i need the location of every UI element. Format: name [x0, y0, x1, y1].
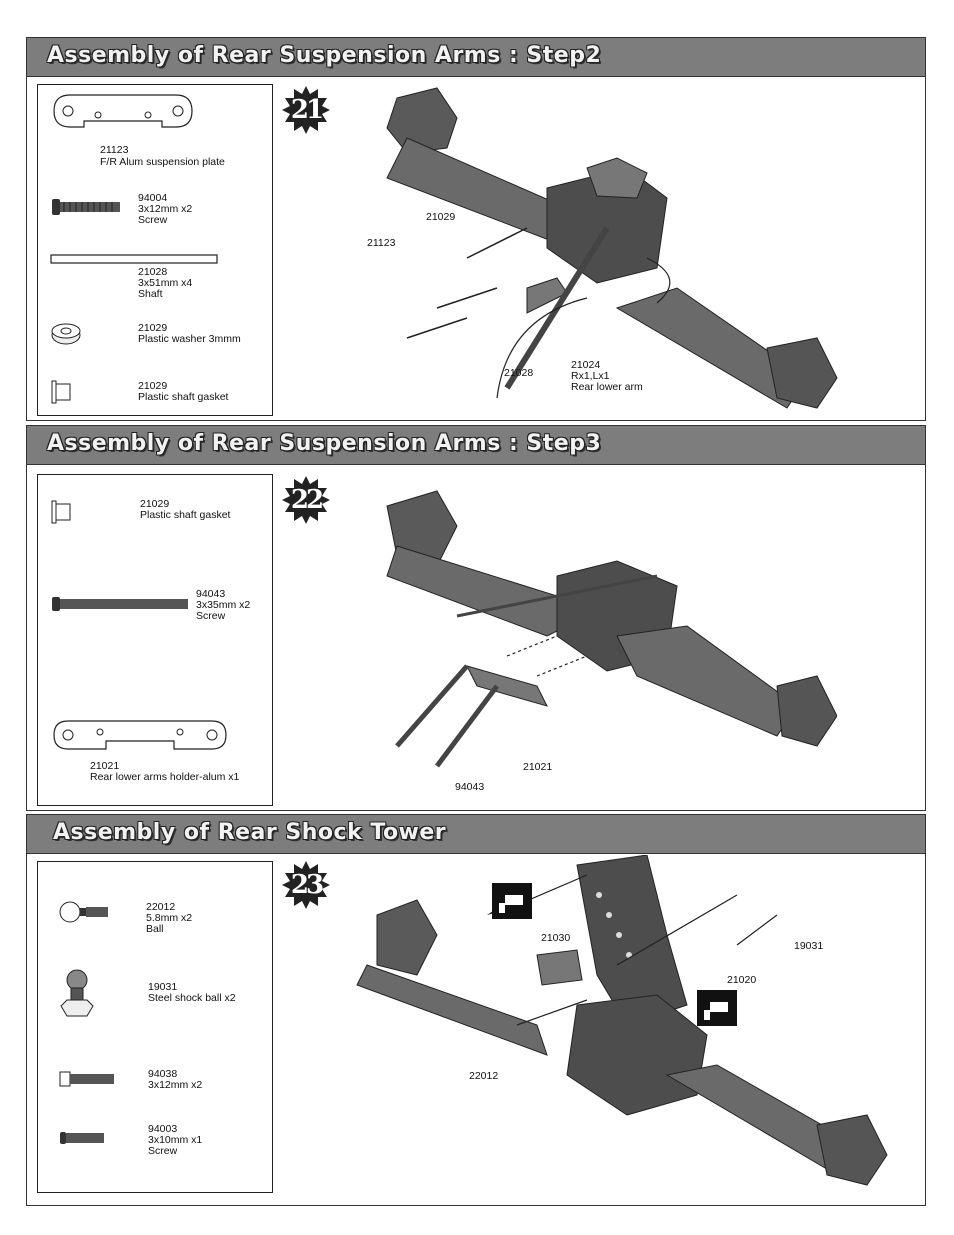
section-step3: Assembly of Rear Suspension Arms : Step3…	[26, 425, 926, 811]
part-code: 94004	[138, 192, 168, 204]
parts-list: 21123 F/R Alum suspension plate 94004 3x…	[37, 84, 273, 416]
screw-icon	[60, 1132, 104, 1144]
suspension-plate-icon	[53, 94, 193, 128]
part-desc: Plastic washer 3mmm	[138, 333, 241, 345]
callout-label: 19031	[794, 940, 824, 952]
part-item: 19031 Steel shock ball x2	[38, 966, 272, 1026]
part-desc: 3x12mm x2 Screw	[138, 203, 193, 226]
washer-icon	[51, 323, 81, 345]
long-screw-icon	[52, 597, 188, 611]
part-desc: 3x35mm x2 Screw	[196, 599, 251, 622]
threadlock-icon	[697, 990, 737, 1026]
section-step2: Assembly of Rear Suspension Arms : Step2…	[26, 37, 926, 421]
starburst-icon	[282, 476, 330, 524]
part-desc: 3x10mm x1 Screw	[148, 1134, 203, 1157]
part-item: 21029 Plastic washer 3mmm	[38, 317, 272, 357]
starburst-icon	[282, 86, 330, 134]
part-code: 94038	[148, 1068, 178, 1080]
callout-label: 21028	[504, 367, 534, 379]
step-number: 22	[290, 485, 324, 515]
callout-label: 21123	[367, 237, 396, 249]
shock-ball-icon	[60, 969, 94, 1017]
assembly-diagram	[356, 855, 888, 1186]
part-code: 94043	[196, 588, 226, 600]
part-code: 21021	[90, 760, 120, 772]
section-header: Assembly of Rear Shock Tower	[27, 815, 925, 854]
starburst-icon	[282, 861, 330, 909]
section-title: Assembly of Rear Suspension Arms : Step2	[47, 43, 602, 68]
section-title: Assembly of Rear Shock Tower	[53, 820, 447, 845]
parts-list: 22012 5.8mm x2 Ball 19031 Steel shock ba…	[37, 861, 273, 1193]
callout-label: 21021	[523, 761, 553, 773]
part-code: 21029	[140, 498, 170, 510]
gasket-icon	[51, 380, 71, 404]
arm-holder-icon	[53, 720, 227, 750]
callout-label: 22012	[469, 1070, 499, 1082]
part-item: 21029 Plastic shaft gasket	[38, 497, 272, 537]
part-item: 94004 3x12mm x2 Screw	[38, 181, 272, 231]
step-badge: 22	[282, 476, 330, 524]
ball-stud-icon	[59, 901, 108, 923]
part-item: 94003 3x10mm x1 Screw	[38, 1118, 272, 1168]
callout-label: 94043	[455, 781, 485, 793]
callout-label: 21029	[426, 211, 456, 223]
part-code: 22012	[146, 901, 176, 913]
part-desc: Rear lower arms holder-alum x1	[90, 771, 240, 783]
screw-icon	[52, 199, 120, 215]
part-item: 21029 Plastic shaft gasket	[38, 375, 272, 415]
step-badge: 21	[282, 86, 330, 134]
part-item: 21021 Rear lower arms holder-alum x1	[38, 715, 272, 795]
assembly-diagram	[386, 87, 838, 409]
part-item: 22012 5.8mm x2 Ball	[38, 894, 272, 944]
step-number: 21	[290, 95, 324, 125]
callout-label: 21030	[541, 932, 571, 944]
gasket-icon	[51, 500, 71, 524]
part-item: 21028 3x51mm x4 Shaft	[38, 249, 272, 300]
section-title: Assembly of Rear Suspension Arms : Step3	[47, 431, 602, 456]
part-code: 94003	[148, 1123, 178, 1135]
step-badge: 23	[282, 861, 330, 909]
part-desc: 3x51mm x4 Shaft	[138, 277, 193, 300]
part-code: 21029	[138, 322, 168, 334]
part-desc: Plastic shaft gasket	[140, 509, 231, 521]
parts-list: 21029 Plastic shaft gasket 94043 3x35mm …	[37, 474, 273, 806]
part-item: 94038 3x12mm x2	[38, 1062, 272, 1102]
step-number: 23	[290, 870, 324, 900]
part-desc: Steel shock ball x2	[148, 992, 236, 1004]
shaft-icon	[50, 254, 218, 264]
screw-icon	[59, 1071, 114, 1087]
part-desc: 3x12mm x2	[148, 1079, 203, 1091]
part-desc: F/R Alum suspension plate	[100, 156, 225, 168]
section-header: Assembly of Rear Suspension Arms : Step3	[27, 426, 925, 465]
part-item: 21123 F/R Alum suspension plate	[38, 85, 272, 175]
threadlock-icon	[492, 883, 532, 919]
part-desc: 5.8mm x2 Ball	[146, 912, 193, 935]
part-code: 21123	[100, 144, 129, 156]
section-header: Assembly of Rear Suspension Arms : Step2	[27, 38, 925, 77]
part-desc: Plastic shaft gasket	[138, 391, 229, 403]
assembly-diagram	[386, 490, 837, 768]
callout-label: 21020	[727, 974, 757, 986]
part-code: 21029	[138, 380, 168, 392]
part-item: 94043 3x35mm x2 Screw	[38, 583, 272, 633]
part-code: 19031	[148, 981, 178, 993]
part-code: 21028	[138, 266, 168, 278]
callout-label: 21024 Rx1,Lx1 Rear lower arm	[571, 359, 643, 393]
section-shock-tower: Assembly of Rear Shock Tower 22012 5.8mm…	[26, 814, 926, 1206]
